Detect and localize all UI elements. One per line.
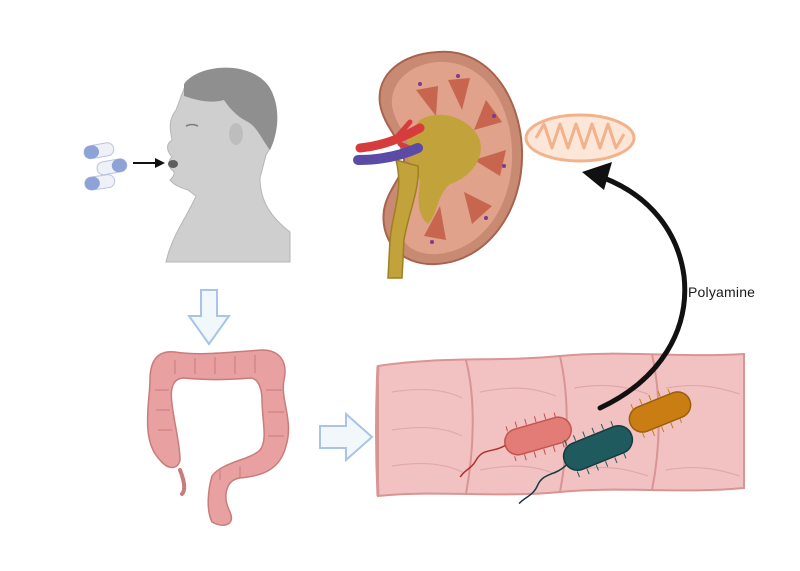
colon-icon <box>146 349 290 526</box>
polyamine-label: Polyamine <box>688 284 756 300</box>
polyamine-arrow <box>582 162 688 411</box>
person-head-icon <box>165 67 291 263</box>
right-arrow-icon <box>319 411 374 463</box>
mitochondrion-icon <box>524 113 636 163</box>
bacterium-icon <box>459 389 692 505</box>
pills-icon <box>83 142 128 191</box>
ingestion-arrow <box>133 158 165 168</box>
down-arrow-icon <box>187 289 231 346</box>
kidney-icon <box>353 50 524 279</box>
